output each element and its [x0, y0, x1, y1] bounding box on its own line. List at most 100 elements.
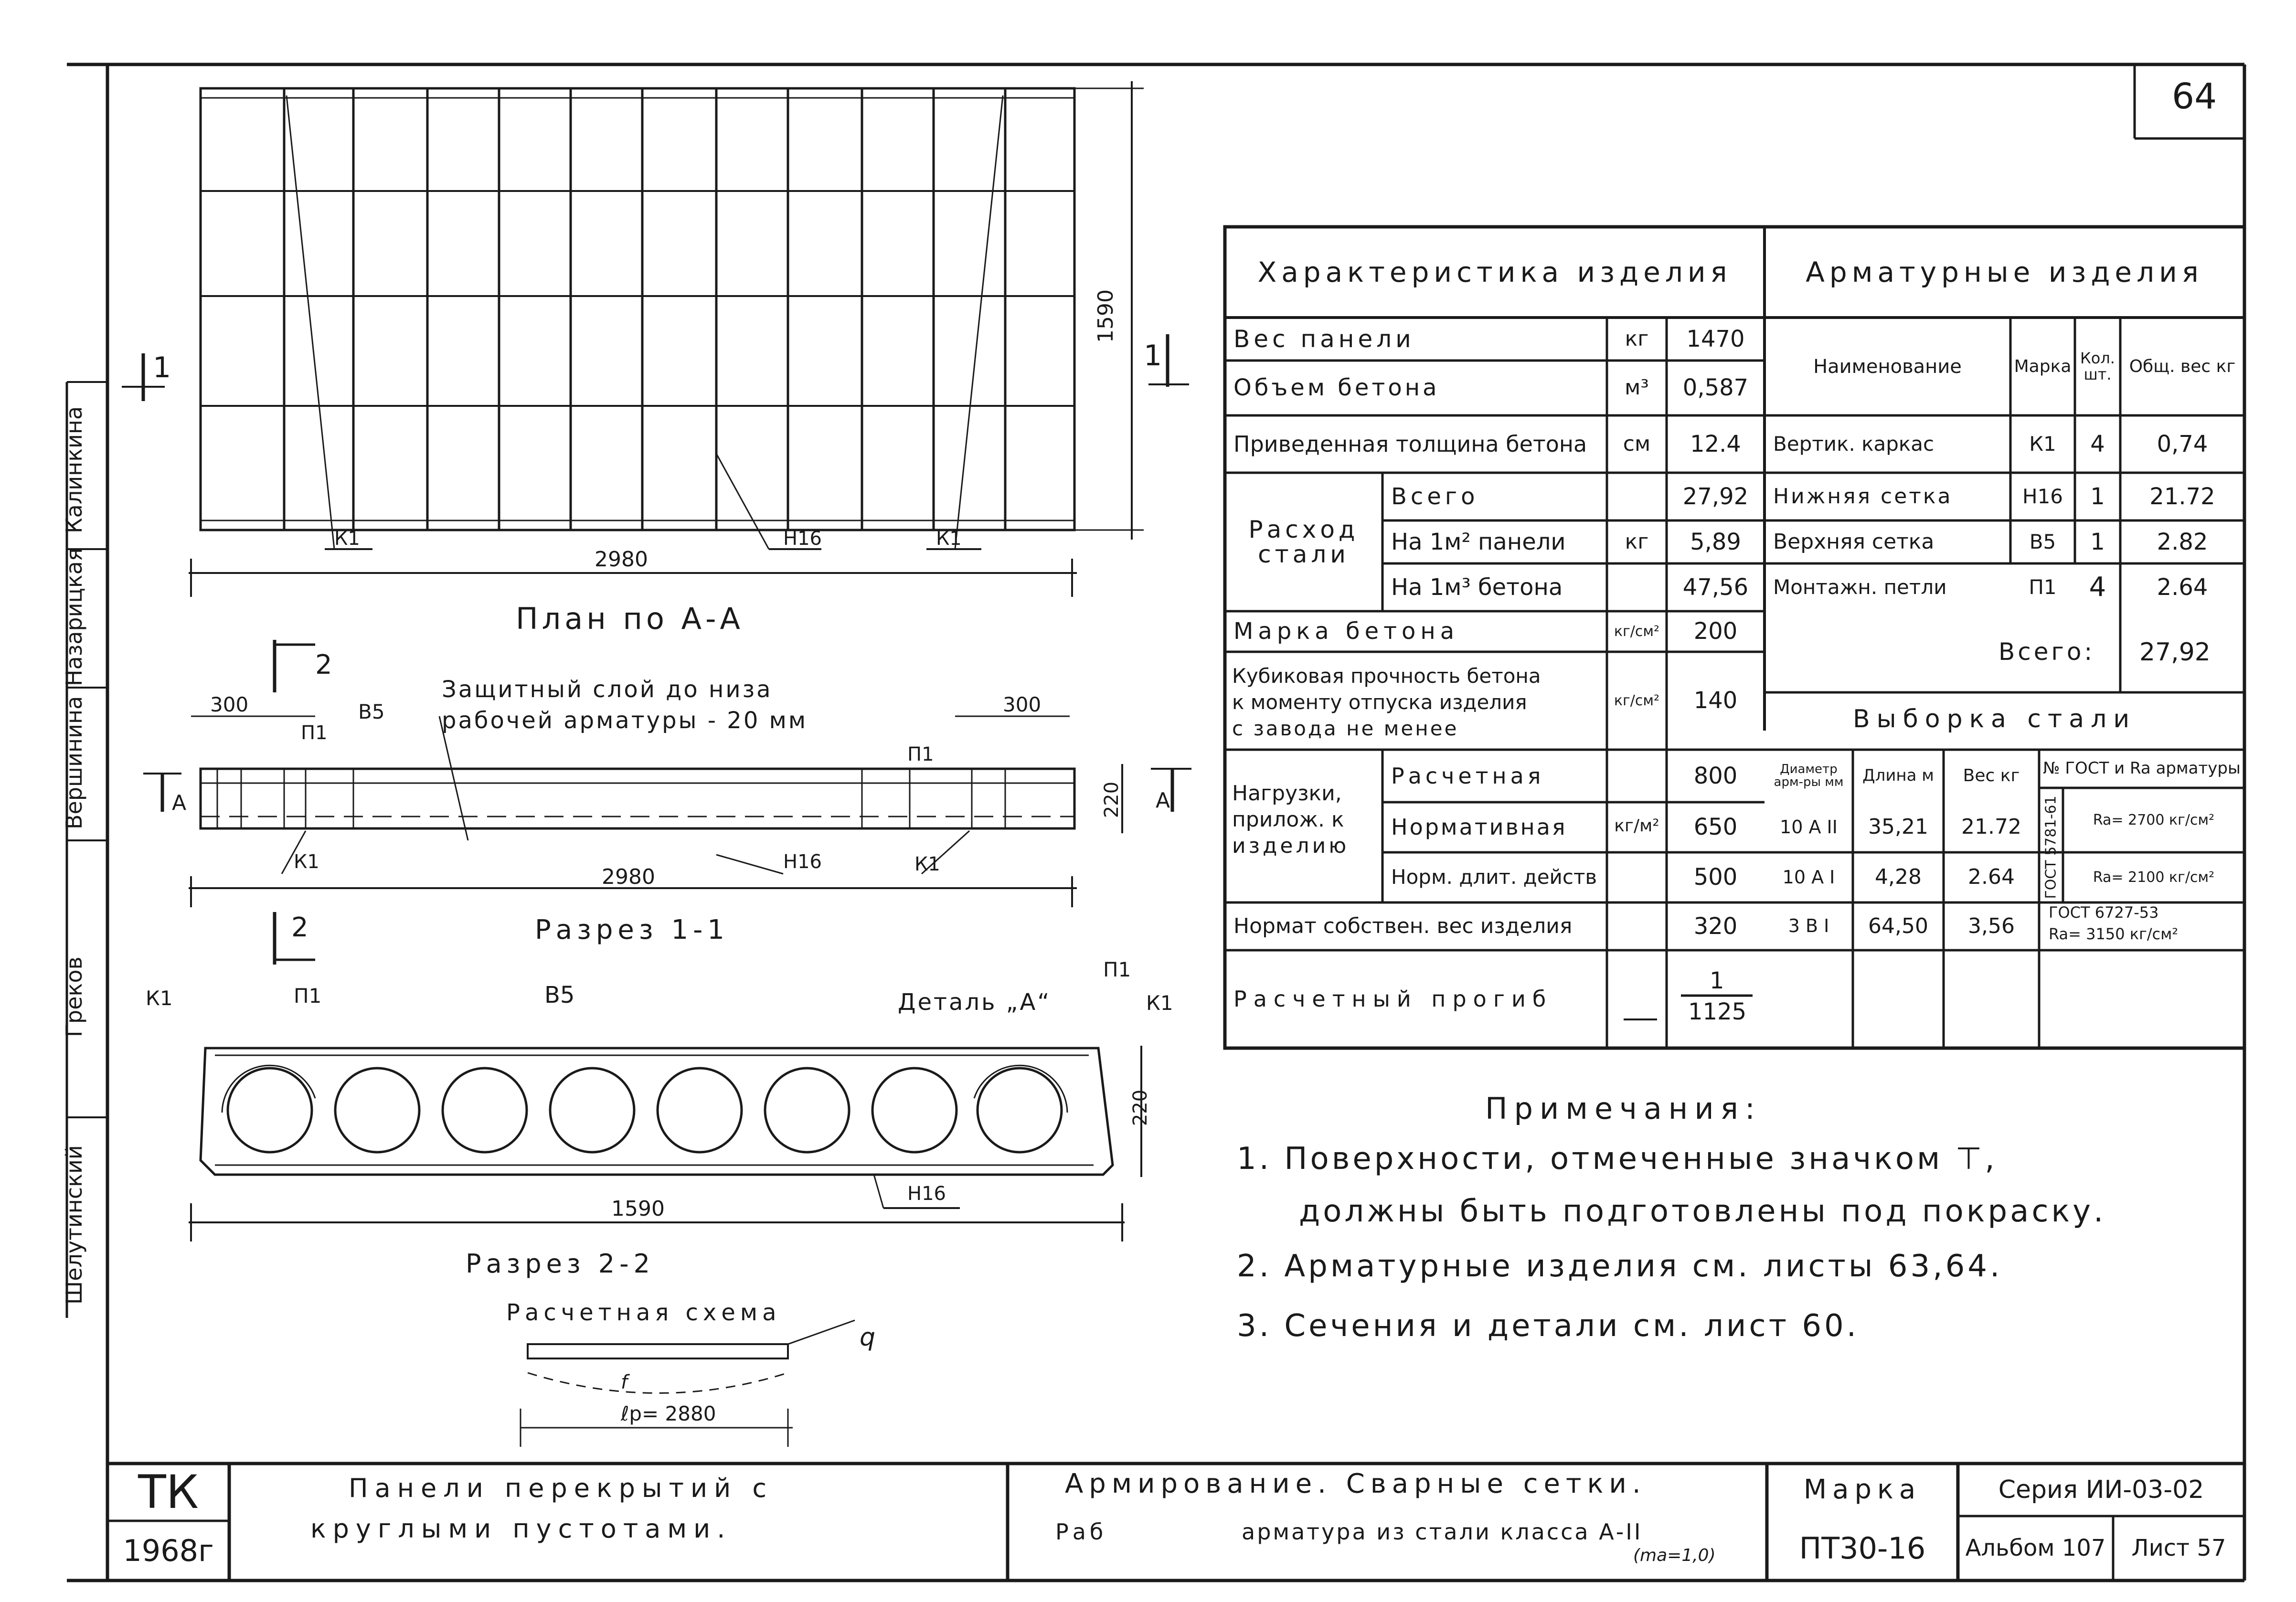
plan-section-mark-left: 1 — [153, 351, 171, 384]
scheme-lines — [520, 1319, 855, 1447]
gost-b: ГОСТ 6727-53 — [2049, 903, 2159, 922]
sel-row-3-dia: 3 В I — [1788, 915, 1829, 937]
ra-1: Ra= 2700 кг/см² — [2093, 811, 2215, 828]
loads-label-1: Нагрузки, — [1232, 781, 1342, 806]
row-volume-value: 0,587 — [1682, 374, 1749, 402]
note-3: 3. Сечения и детали см. лист 60. — [1237, 1308, 1860, 1344]
tb-tk: ТК — [138, 1465, 199, 1519]
arm-row-1-qty: 4 — [2090, 430, 2105, 457]
tb-desc-2b: арматура из стали класса А-II — [1242, 1519, 1643, 1545]
sel-row-2-len: 4,28 — [1875, 865, 1922, 890]
section11-mark-a-left: А — [172, 791, 187, 815]
section22-label-p1-right: П1 — [1103, 958, 1131, 981]
tb-year: 1968г — [123, 1533, 214, 1568]
load-design-label: Расчетная — [1391, 763, 1545, 789]
steel-per-m2-label: На 1м² панели — [1391, 528, 1566, 555]
scheme-span: ℓр= 2880 — [621, 1402, 716, 1425]
strength-unit: кг/см² — [1614, 692, 1660, 709]
table-head-right: Арматурные изделия — [1806, 255, 2203, 288]
loads-label-2: прилож. к — [1232, 807, 1344, 832]
steel-unit: кг — [1625, 529, 1649, 554]
section11-label-p1-left: П1 — [301, 722, 328, 744]
section22-label-p1-left: П1 — [294, 984, 322, 1008]
section22-caption: Разрез 2-2 — [466, 1249, 655, 1279]
row-thickness-label: Приведенная толщина бетона — [1233, 431, 1587, 457]
row-weight-unit: кг — [1625, 326, 1649, 351]
section22-label-k1-right: К1 — [1146, 991, 1173, 1015]
load-long-label: Норм. длит. действ — [1391, 865, 1597, 889]
tb-mark-value: ПТ30-16 — [1799, 1530, 1926, 1566]
arm-row-4-mark: П1 — [2029, 575, 2057, 599]
sheet-number: 64 — [2172, 76, 2217, 117]
tb-mark-label: Марка — [1803, 1474, 1922, 1505]
tb-name-1: Панели перекрытий с — [349, 1473, 774, 1503]
steel-per-m3-value: 47,56 — [1682, 573, 1749, 601]
strength-line3: с завода не менее — [1232, 717, 1459, 740]
sel-head-dia: Диаметр арм-ры мм — [1774, 762, 1844, 789]
tb-desc-1: Армирование. Сварные сетки. — [1065, 1468, 1647, 1499]
arm-row-4-weight: 2.64 — [2157, 573, 2208, 601]
section22-dim-width: 1590 — [611, 1197, 665, 1221]
section22-label-b5: В5 — [544, 982, 575, 1008]
section11-caption: Разрез 1-1 — [535, 914, 729, 945]
arm-head-weight: Общ. вес кг — [2129, 356, 2236, 376]
tb-album: Альбом 107 — [1965, 1535, 2106, 1562]
deflection-num: 1 — [1710, 967, 1724, 994]
tb-series: Серия ИИ-03-02 — [1998, 1475, 2204, 1504]
load-design-value: 800 — [1693, 762, 1738, 789]
arm-row-1-mark: К1 — [2029, 432, 2056, 456]
tb-sheet: Лист 57 — [2131, 1535, 2226, 1562]
arm-row-3-weight: 2.82 — [2157, 528, 2208, 555]
loads-label-3: изделию — [1232, 834, 1350, 858]
section22-label-detail: Деталь „А“ — [898, 989, 1052, 1016]
steel-per-m2-value: 5,89 — [1690, 528, 1741, 555]
note-1: 1. Поверхности, отмеченные значком ⊤, — [1237, 1141, 1998, 1177]
section11-mark-2-bottom: 2 — [291, 912, 308, 943]
section11-label-k1-right: К1 — [914, 853, 940, 875]
own-weight-value: 320 — [1693, 912, 1738, 940]
plan-dim-length: 2980 — [595, 547, 648, 572]
gost-a: ГОСТ 5781-61 — [2042, 796, 2060, 899]
scheme-q: q — [860, 1323, 876, 1352]
row-thickness-value: 12.4 — [1690, 430, 1741, 457]
notes-title: Примечания: — [1485, 1091, 1762, 1126]
arm-row-3-mark: В5 — [2029, 530, 2056, 553]
note-1-cont: должны быть подготовлены под покраску. — [1299, 1194, 2106, 1229]
tb-name-2: круглыми пустотами. — [310, 1514, 732, 1544]
sel-row-1-len: 35,21 — [1868, 815, 1928, 839]
row-thickness-unit: см — [1623, 431, 1651, 456]
strength-value: 140 — [1693, 687, 1738, 714]
section11-cover-note-2: рабочей арматуры - 20 мм — [442, 707, 808, 734]
ra-3: Ra= 3150 кг/см² — [2049, 925, 2179, 943]
ra-2: Ra= 2100 кг/см² — [2093, 869, 2215, 886]
strength-line2: к моменту отпуска изделия — [1232, 690, 1527, 714]
section11-mark-a-right: А — [1156, 788, 1170, 813]
load-normative-value: 650 — [1693, 814, 1738, 841]
section11-dim-left: 300 — [210, 693, 249, 716]
arm-total-value: 27,92 — [2139, 638, 2211, 667]
row-weight-value: 1470 — [1686, 325, 1745, 352]
steel-total-value: 27,92 — [1682, 483, 1749, 510]
arm-head-mark: Марка — [2014, 356, 2072, 376]
section-1-1-lines — [143, 640, 1191, 965]
scheme-f: f — [621, 1371, 628, 1393]
arm-row-4-name: Монтажн. петли — [1773, 575, 1947, 599]
plan-label-k1-right: К1 — [936, 528, 962, 550]
steel-per-m3-label: На 1м³ бетона — [1391, 573, 1563, 601]
load-long-value: 500 — [1693, 864, 1738, 891]
section-2-2-lines — [189, 1046, 1142, 1241]
row-volume-unit: м³ — [1625, 375, 1649, 400]
section11-dim-length: 2980 — [602, 865, 655, 889]
section22-label-k1-left: К1 — [146, 987, 173, 1010]
sel-row-1-wt: 21.72 — [1961, 815, 2021, 839]
section11-cover-note-1: Защитный слой до низа — [442, 676, 773, 703]
concrete-grade-label: Марка бетона — [1233, 618, 1459, 645]
title-block-lines — [107, 1462, 2244, 1581]
row-volume-label: Объем бетона — [1233, 374, 1440, 402]
sel-head-len: Длина м — [1862, 766, 1934, 785]
steel-label: Расход стали — [1248, 515, 1359, 568]
arm-row-2-qty: 1 — [2090, 483, 2105, 510]
tb-desc-ma: (mа=1,0) — [1633, 1546, 1716, 1565]
strength-line1: Кубиковая прочность бетона — [1232, 664, 1541, 688]
